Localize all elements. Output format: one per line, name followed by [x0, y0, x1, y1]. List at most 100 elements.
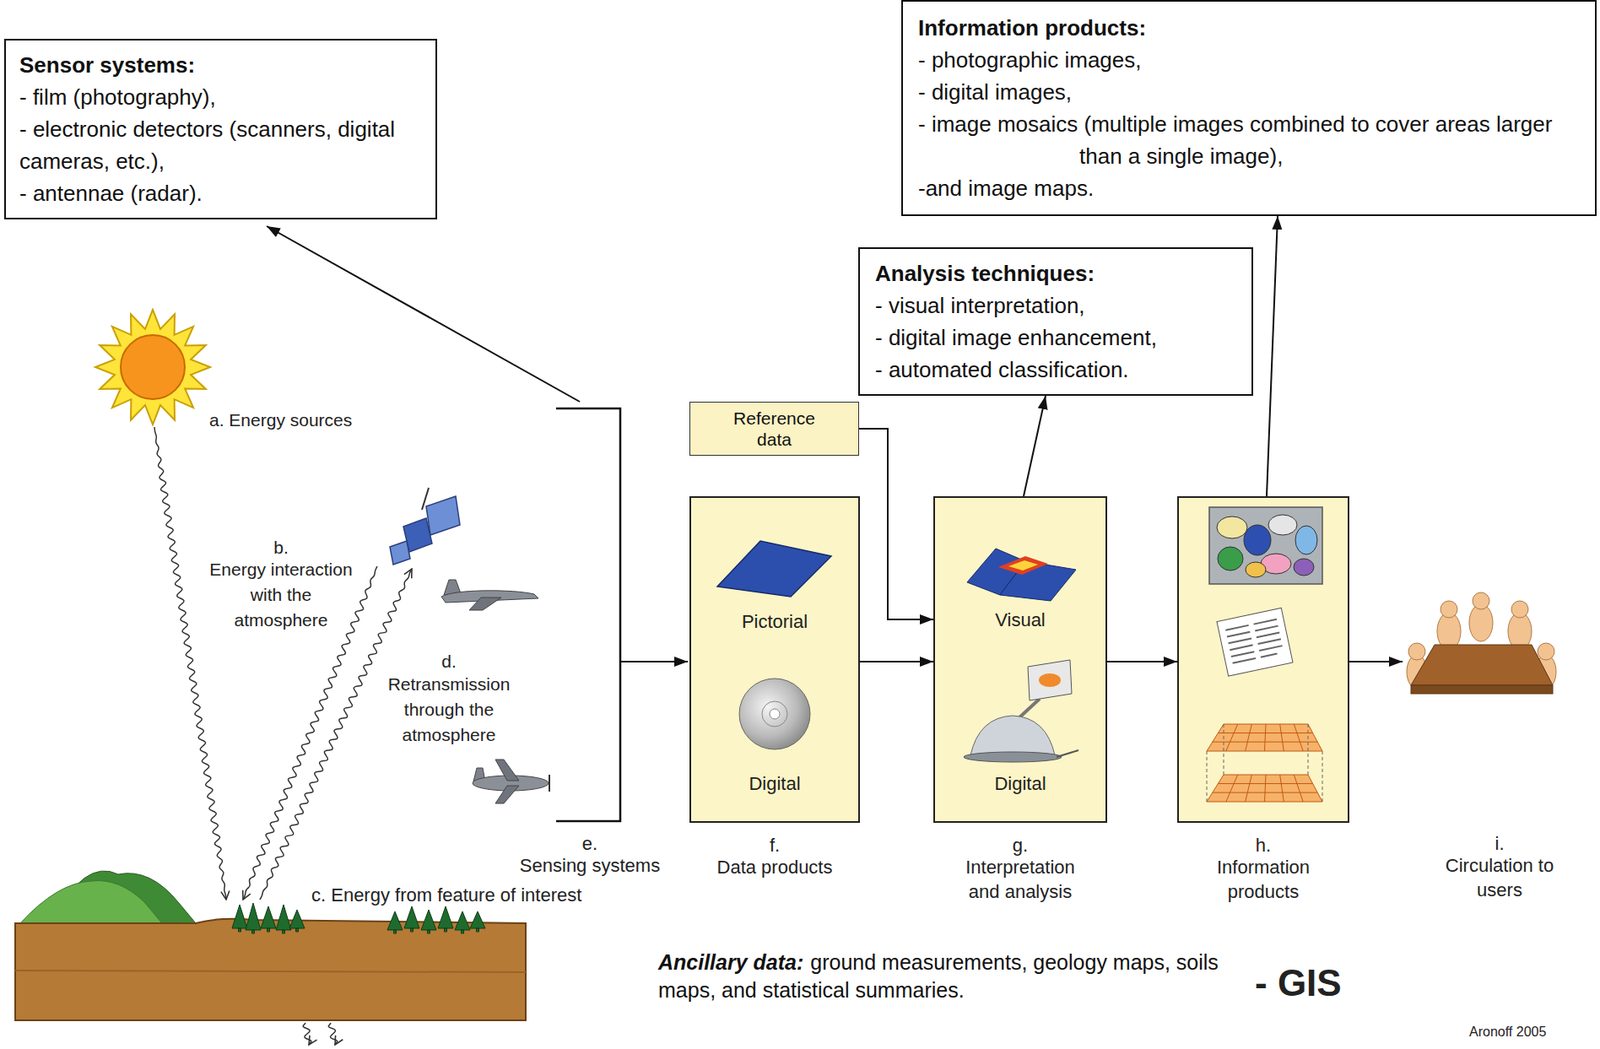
ground-part: [15, 918, 526, 1021]
propeller-aircraft-part: [548, 774, 551, 792]
box-text: - film (photography),: [19, 81, 422, 114]
meeting-table-part: [1410, 685, 1553, 694]
circulation-arrow: [1349, 661, 1403, 663]
computer-icon: [963, 659, 1079, 763]
classified-map-icon-part: [1268, 514, 1298, 536]
box-text: h.: [1237, 832, 1289, 858]
classified-map-icon-part: [1295, 525, 1318, 555]
box-text: - automated classification.: [875, 353, 1237, 386]
energy-path: [154, 427, 412, 1045]
jet-aircraft: [441, 579, 539, 611]
meeting-table-part: [1410, 644, 1553, 686]
trees-part: [470, 911, 486, 932]
label: Sensing systems: [488, 853, 692, 878]
box-text: Data products: [690, 854, 860, 880]
computer-icon-part: [1056, 750, 1079, 757]
sun: [95, 309, 211, 425]
box: Information products:- photographic imag…: [901, 0, 1597, 217]
classified-map-icon-part: [1216, 516, 1248, 539]
jet-aircraft-part: [469, 597, 502, 611]
satellite-part: [389, 540, 411, 565]
box-heading: Sensor systems:: [19, 48, 422, 82]
box: VisualDigitalg.Interpretation and analys…: [933, 496, 1108, 823]
meeting-table-part: [1437, 612, 1461, 650]
box-text: Digital: [698, 771, 851, 796]
box-text: Interpretation and analysis: [952, 854, 1088, 904]
box: Sensor systems:- film (photography),- el…: [4, 38, 438, 220]
computer-icon-part: [1017, 698, 1040, 719]
box-text: -and image maps.: [918, 172, 1580, 205]
data-layers-icon-part: [1280, 724, 1285, 752]
box-text: Digital: [944, 771, 1097, 796]
label: a. Energy sources: [209, 408, 352, 432]
map-icon-part: [1008, 560, 1038, 571]
map-icon: [967, 548, 1076, 601]
connector-arrow: [859, 660, 934, 663]
trees-part: [289, 909, 305, 932]
box-text: - image mosaics (multiple images combine…: [918, 108, 1580, 173]
sensing-bracket: [266, 226, 688, 822]
meeting-table-part: [1469, 604, 1493, 642]
box-text: - digital image enhancement,: [875, 321, 1237, 354]
meeting-table-part: [1472, 592, 1490, 610]
data-layers-icon-part: [1245, 774, 1253, 802]
box-text: Information products: [1200, 854, 1327, 904]
report-icon-part: [1225, 619, 1284, 664]
meeting-table-part: [1408, 643, 1426, 660]
trees-part: [454, 911, 471, 934]
data-layers-icon-part: [1212, 741, 1318, 743]
connector-arrow: [859, 428, 934, 620]
computer-icon-part: [1038, 673, 1061, 687]
trees-part: [387, 911, 403, 934]
data-layers-icon-part: [1280, 774, 1285, 802]
box-text: Pictorial: [698, 609, 851, 634]
callout-letter: i.: [1474, 831, 1525, 856]
classified-map-icon-part: [1243, 524, 1271, 556]
disc-icon-part: [739, 678, 811, 750]
trees-part: [437, 906, 454, 932]
ground-part: [20, 881, 163, 924]
trees-part: [275, 904, 292, 934]
propeller-aircraft: [472, 759, 550, 804]
data-layers-icon-part: [1293, 774, 1303, 802]
callout-letter: d.: [423, 649, 475, 673]
label: Energy interaction with the atmosphere: [202, 556, 360, 633]
label: - GIS: [1254, 958, 1342, 1007]
data-layers-icon-part: [1206, 724, 1323, 752]
data-layers-icon-part: [1217, 732, 1313, 734]
satellite-part: [426, 496, 460, 536]
energy-path-part: [154, 427, 227, 900]
trees-part: [232, 904, 248, 932]
energy-path-part: [302, 1022, 312, 1045]
callout-letter: b.: [255, 535, 307, 559]
report-icon-part: [1216, 607, 1293, 676]
box-text: - antennae (radar).: [19, 177, 422, 210]
data-layers-icon: [1206, 724, 1323, 802]
data-layers-icon-part: [1264, 724, 1267, 752]
meeting-table-part: [1511, 600, 1529, 618]
sun-part: [120, 335, 185, 400]
map-icon-part: [998, 556, 1049, 575]
label: c. Energy from feature of interest: [311, 882, 582, 908]
box-text: f.: [749, 832, 800, 858]
data-layers-icon-part: [1206, 724, 1323, 802]
sensing-bracket-part: [620, 660, 688, 663]
connector-arrow: [1266, 216, 1278, 497]
box: Analysis techniques:- visual interpretat…: [858, 247, 1254, 396]
data-layers-icon-part: [1245, 724, 1253, 752]
meeting-table-part: [1440, 600, 1458, 618]
trees-part: [245, 902, 261, 934]
data-layers-icon-part: [1264, 774, 1267, 802]
disc-icon: [739, 678, 811, 750]
disc-icon-part: [762, 701, 788, 727]
ground-part: [15, 970, 526, 973]
label: Aronoff 2005: [1469, 1022, 1546, 1041]
propeller-aircraft-part: [495, 785, 519, 804]
data-layers-icon-part: [1212, 792, 1318, 794]
classified-map-icon-part: [1217, 546, 1244, 571]
box-text: - photographic images,: [918, 43, 1580, 76]
trees: [232, 902, 486, 934]
meeting-table-part: [1508, 612, 1532, 650]
data-layers-icon-part: [1217, 783, 1313, 784]
